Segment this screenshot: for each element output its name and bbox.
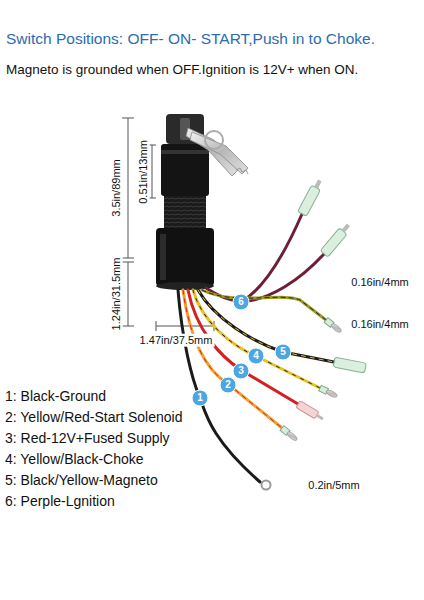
dimension: 1.24in/31.5mm: [110, 256, 123, 333]
dimension: 0.16in/4mm: [349, 276, 410, 289]
wire-key: 2: Yellow/Red-Start Solenoid: [5, 409, 182, 425]
callout-circles: [192, 294, 291, 406]
callout-number: 1: [197, 392, 203, 404]
dimension-lines: [122, 118, 214, 331]
wire-key: 6: Perple-Lgnition: [5, 493, 115, 509]
keys: [186, 128, 248, 176]
wire-key: 1: Black-Ground: [5, 388, 106, 404]
callout-number: 2: [225, 379, 231, 391]
callout-number: 6: [238, 296, 244, 308]
note: Magneto is grounded when OFF.Ignition is…: [6, 62, 358, 78]
wire-key: 5: Black/Yellow-Magneto: [5, 472, 158, 488]
callout-number: 4: [253, 350, 259, 362]
dimension: 0.51in/13mm: [137, 138, 150, 206]
dimension: 0.16in/4mm: [349, 318, 410, 331]
wire-harness: [178, 214, 334, 482]
callout-number: 3: [238, 365, 244, 377]
callout-number: 5: [280, 346, 286, 358]
wire-key: 4: Yellow/Black-Choke: [5, 451, 144, 467]
dimension: 0.2in/5mm: [306, 479, 361, 492]
wire-key: 3: Red-12V+Fused Supply: [5, 430, 170, 446]
terminals: [262, 178, 367, 489]
dimension: 1.47in/37.5mm: [138, 334, 215, 347]
dimension: 3.5in/89mm: [110, 157, 123, 218]
heading: Switch Positions: OFF- ON- START,Push in…: [6, 30, 375, 48]
